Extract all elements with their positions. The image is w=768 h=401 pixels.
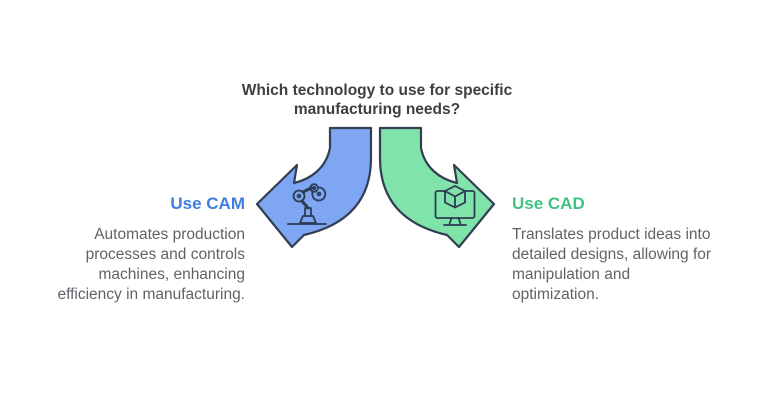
cad-label: Use CAD [512,194,585,213]
diagram-title: Which technology to use for specific man… [241,82,513,118]
cam-label: Use CAM [170,194,245,213]
cam-description: Automates production processes and contr… [57,226,245,303]
robot-arm-icon [287,183,327,225]
monitor-cube-icon [434,185,476,226]
cad-arrow [378,126,496,249]
cad-description: Translates product ideas into detailed d… [512,226,712,303]
decision-arrows [255,126,496,249]
